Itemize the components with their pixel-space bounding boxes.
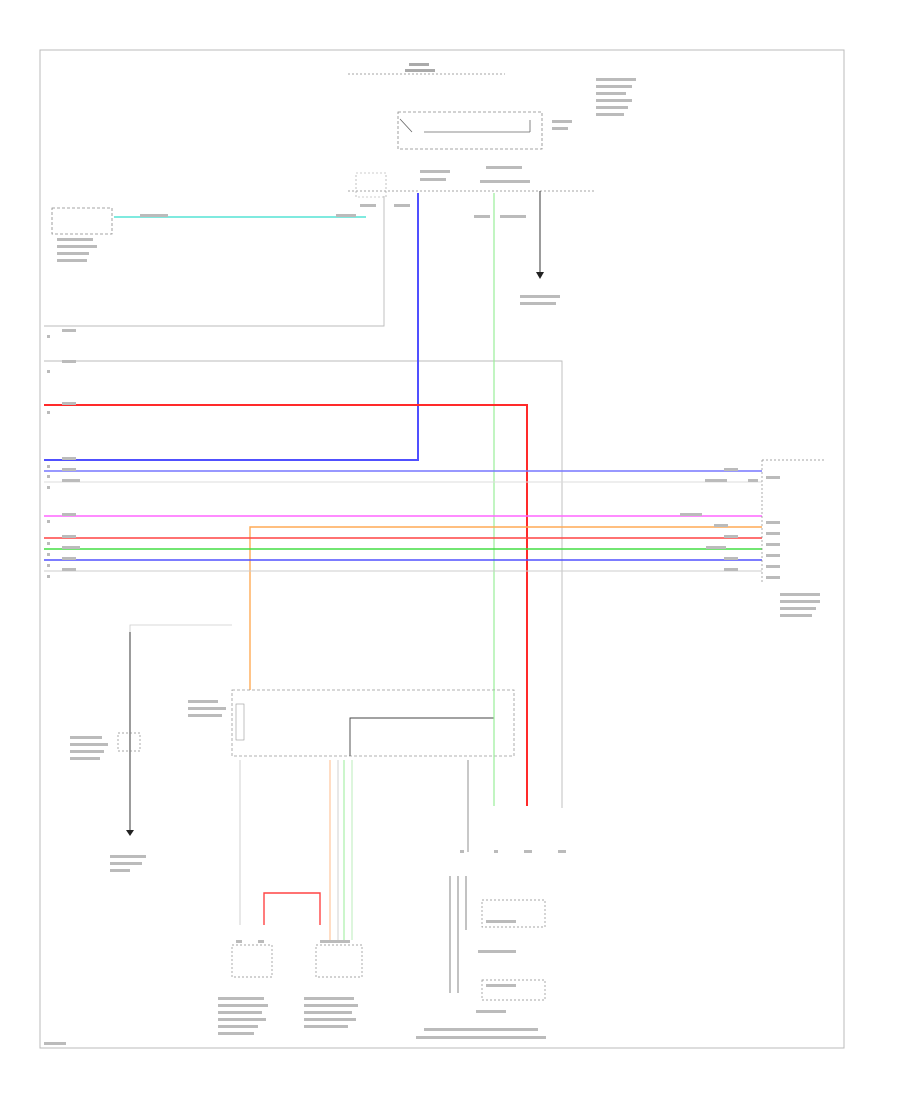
wire-orange bbox=[249, 526, 762, 690]
lower-mid-component bbox=[304, 944, 363, 1028]
wire-red-3 bbox=[263, 892, 321, 925]
lower-left-component bbox=[218, 944, 273, 1035]
wire-blue-1 bbox=[44, 193, 419, 461]
footer-code bbox=[44, 1042, 66, 1045]
top-connector bbox=[348, 166, 595, 218]
diagram-frame bbox=[39, 49, 845, 1049]
left-pin-markers bbox=[47, 329, 80, 578]
top-relay-component bbox=[397, 78, 636, 150]
bottom-pin-markers bbox=[236, 850, 566, 943]
wire-gray-1 bbox=[44, 196, 385, 327]
seat-switch-component bbox=[188, 689, 515, 852]
ground-mid bbox=[520, 191, 560, 305]
seat-heater-component bbox=[416, 876, 546, 1039]
right-ecu bbox=[680, 459, 824, 617]
left-component bbox=[51, 207, 113, 262]
top-power-source bbox=[348, 63, 505, 75]
left-ground-component bbox=[70, 624, 232, 872]
wire-red-1 bbox=[44, 404, 528, 806]
wire-gray-2 bbox=[44, 360, 563, 808]
